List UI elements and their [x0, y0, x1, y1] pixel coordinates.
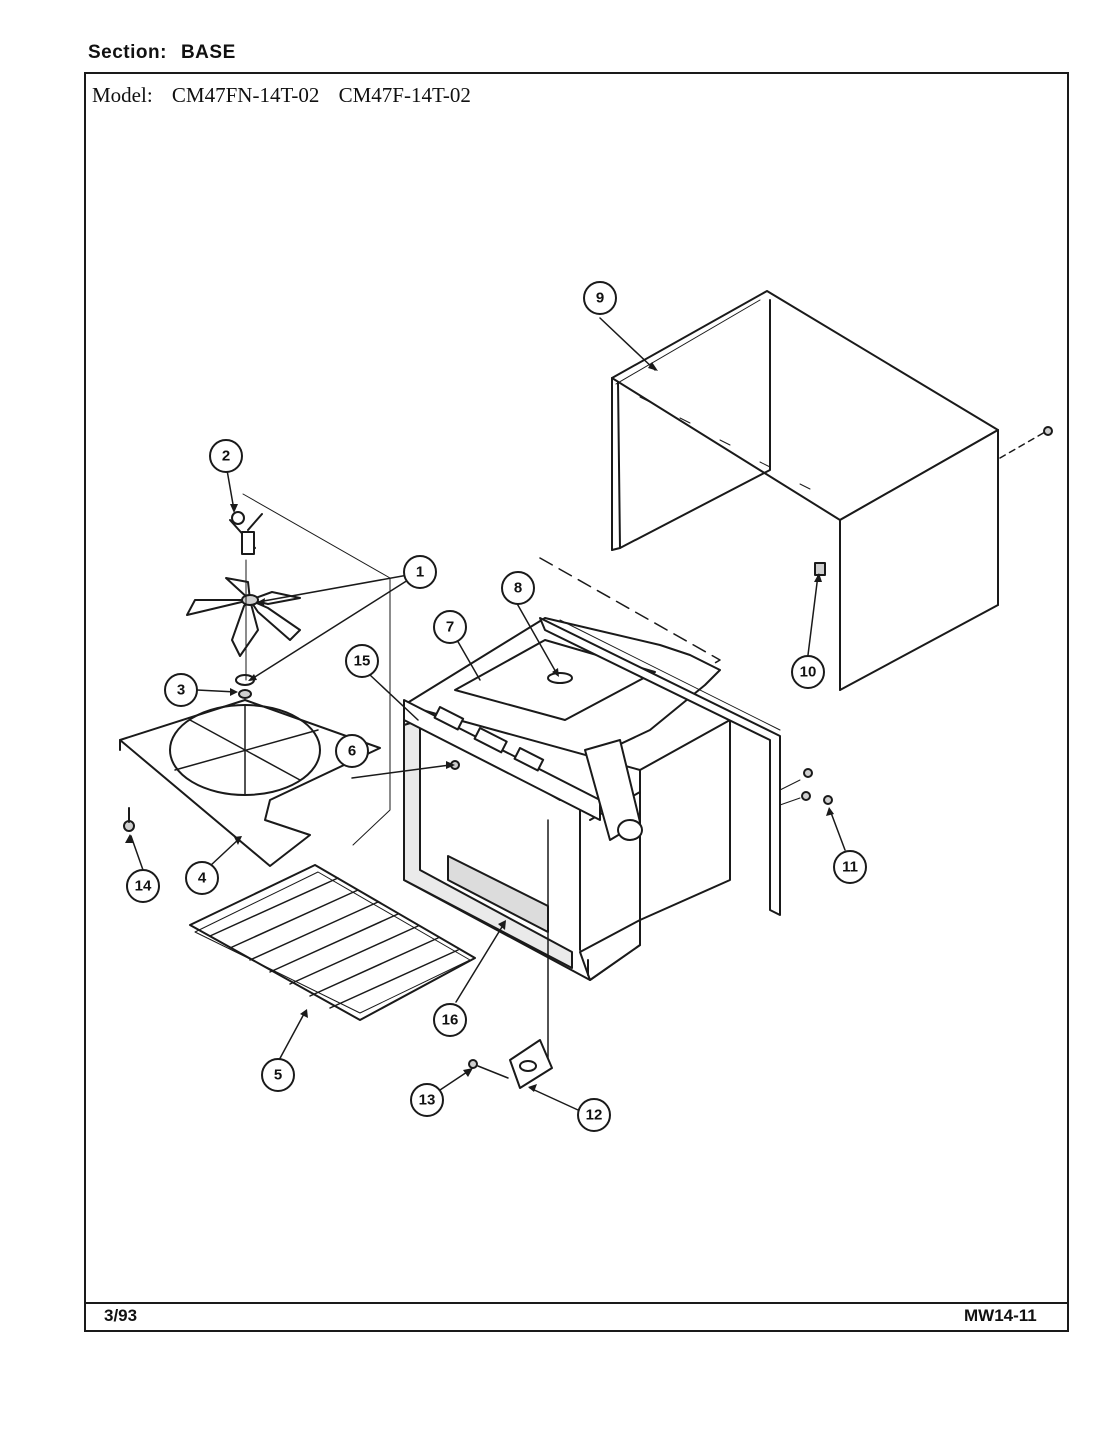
callout-6: 6: [348, 743, 356, 760]
model-number-1: CM47FN-14T-02: [171, 83, 320, 107]
callout-circles: [126, 281, 867, 1132]
model-line: Model: CM47FN-14T-02 CM47F-14T-02: [92, 83, 485, 108]
model-label: Model:: [92, 83, 153, 107]
callout-3: 3: [177, 682, 185, 699]
callout-11: 11: [842, 859, 858, 876]
callout-1: 1: [416, 564, 424, 581]
oven-rack: [189, 864, 476, 1021]
leader-lines: [130, 317, 846, 1111]
model-number-2: CM47F-14T-02: [338, 83, 471, 107]
callout-16: 16: [442, 1012, 459, 1029]
fan-washer: [235, 674, 255, 699]
motor-cylinder: [584, 739, 643, 841]
section-value: BASE: [180, 42, 236, 63]
left-screw: [123, 807, 135, 832]
callout-2: 2: [222, 448, 230, 465]
shell-screw: [999, 426, 1053, 459]
callout-8: 8: [514, 580, 522, 597]
flange-screws: [779, 768, 833, 806]
fan-bolt: [229, 511, 263, 555]
callout-14: 14: [135, 878, 152, 895]
callout-15: 15: [354, 653, 371, 670]
callout-10: 10: [800, 664, 817, 681]
leader-arrowheads: [125, 362, 834, 1092]
chassis-front-flange: [539, 617, 781, 916]
callout-12: 12: [586, 1107, 603, 1124]
footer-divider: [84, 1302, 1069, 1304]
diagram-frame: [84, 72, 1069, 1332]
shell-clip: [814, 562, 826, 576]
callout-9: 9: [596, 290, 604, 307]
callout-13: 13: [419, 1092, 436, 1109]
callout-7: 7: [446, 619, 454, 636]
stirrer-cover-plate: [119, 699, 381, 867]
footer-date: 3/93: [104, 1306, 138, 1325]
outer-cabinet-shell: [611, 290, 999, 691]
section-title: Section: BASE: [88, 42, 236, 64]
callout-4: 4: [198, 870, 207, 887]
bottom-screw: [468, 1059, 509, 1079]
callout-5: 5: [274, 1067, 282, 1084]
footer-page-code: MW14-11: [964, 1306, 1037, 1325]
stirrer-fan: [186, 577, 301, 657]
section-label: Section:: [88, 42, 167, 63]
control-bracket: [403, 699, 601, 821]
bottom-bracket: [509, 819, 553, 1089]
